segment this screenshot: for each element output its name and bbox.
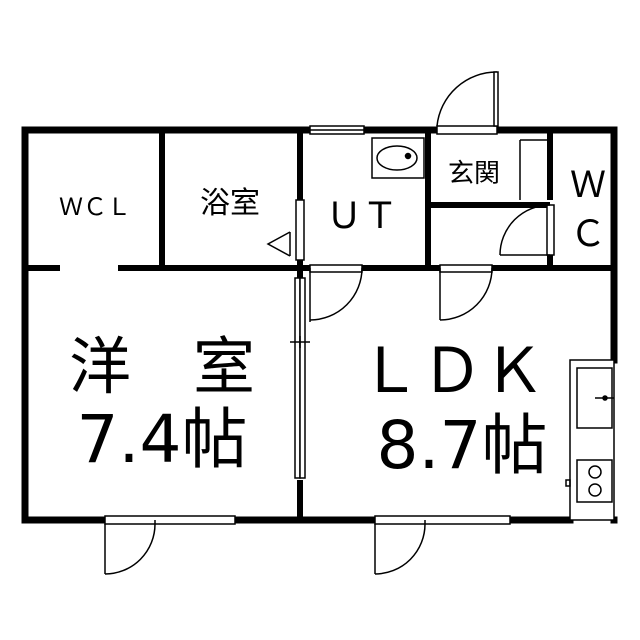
bath-label: 浴室 — [200, 186, 260, 221]
wash-basin — [371, 137, 425, 179]
ut-door — [309, 264, 363, 322]
window-top — [309, 125, 365, 135]
wc-door — [499, 204, 555, 256]
ldk-name: ＬＤＫ — [359, 334, 545, 407]
entrance-storage — [519, 139, 548, 200]
western-room-size: 7.4帖 — [77, 401, 248, 478]
ut-label: ＵＴ — [326, 196, 398, 237]
entrance-door — [436, 71, 499, 135]
entrance-label: 玄関 — [448, 159, 500, 189]
wcl-label: ＷＣＬ — [59, 193, 131, 221]
wc-label-w: Ｗ — [570, 165, 606, 206]
sliding-partition — [290, 277, 310, 479]
kitchen-counter — [565, 359, 615, 521]
bath-door — [266, 199, 305, 261]
western-balcony-door — [104, 515, 236, 575]
ldk-balcony-door — [374, 515, 511, 575]
ldk-size: 8.7帖 — [377, 407, 548, 484]
interior-walls — [25, 130, 614, 520]
western-room-name: 洋 室 — [69, 330, 255, 403]
wc-label-c: Ｃ — [570, 214, 606, 255]
hall-door — [439, 264, 493, 321]
